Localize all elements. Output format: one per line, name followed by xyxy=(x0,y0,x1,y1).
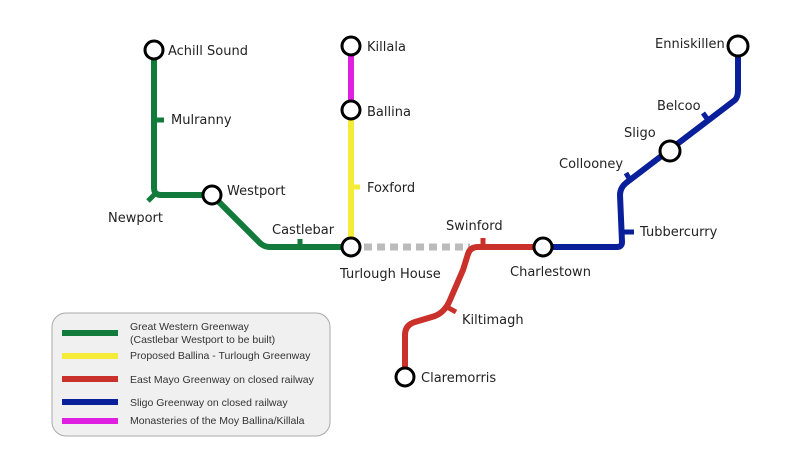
label-belcoo: Belcoo xyxy=(657,99,701,114)
legend-label-green: Great Western Greenway xyxy=(130,321,250,333)
enniskillen-stop xyxy=(726,34,750,58)
east-mayo-greenway-line xyxy=(402,244,543,377)
legend-label-red: East Mayo Greenway on closed railway xyxy=(130,374,315,386)
newport-tick xyxy=(146,193,156,203)
ballina-stop xyxy=(340,99,362,121)
label-ballina: Ballina xyxy=(367,105,411,120)
great-western-greenway-line xyxy=(151,50,351,250)
label-castlebar: Castlebar xyxy=(272,223,335,238)
label-tubbercurry: Tubbercurry xyxy=(639,225,718,240)
legend: Great Western Greenway (Castlebar Westpo… xyxy=(51,312,331,437)
sligo-stop xyxy=(658,139,682,163)
westport-stop xyxy=(201,184,223,206)
label-enniskillen: Enniskillen xyxy=(655,37,725,52)
claremorris-stop xyxy=(394,366,416,388)
turlough-house-stop xyxy=(340,236,362,258)
kiltimagh-tick xyxy=(445,304,458,315)
label-collooney: Collooney xyxy=(559,157,623,172)
achill-sound-stop xyxy=(143,39,165,61)
label-swinford: Swinford xyxy=(446,219,503,234)
legend-swatch-green xyxy=(62,330,118,336)
sligo-greenway-line xyxy=(543,46,741,250)
label-turlough-house: Turlough House xyxy=(339,267,441,282)
legend-swatch-red xyxy=(62,376,118,382)
belcoo-tick xyxy=(700,111,711,122)
label-foxford: Foxford xyxy=(367,181,415,196)
legend-swatch-yellow xyxy=(62,353,118,359)
label-newport: Newport xyxy=(108,211,163,226)
label-claremorris: Claremorris xyxy=(421,371,496,386)
label-sligo: Sligo xyxy=(624,126,656,141)
collooney-tick xyxy=(623,171,633,182)
legend-swatch-magenta xyxy=(62,418,118,424)
label-mulranny: Mulranny xyxy=(171,113,232,128)
legend-label-green-note: (Castlebar Westport to be built) xyxy=(130,334,275,346)
killala-stop xyxy=(340,35,362,57)
legend-label-yellow: Proposed Ballina - Turlough Greenway xyxy=(130,350,311,362)
label-charlestown: Charlestown xyxy=(510,265,591,280)
label-westport: Westport xyxy=(227,184,286,199)
legend-label-magenta: Monasteries of the Moy Ballina/Killala xyxy=(130,415,305,427)
charlestown-stop xyxy=(532,236,554,258)
legend-swatch-blue xyxy=(62,399,118,405)
label-kiltimagh: Kiltimagh xyxy=(462,313,524,328)
label-achill-sound: Achill Sound xyxy=(168,44,248,59)
legend-label-blue: Sligo Greenway on closed railway xyxy=(130,397,288,409)
legend-box xyxy=(51,312,331,437)
label-killala: Killala xyxy=(367,40,406,55)
